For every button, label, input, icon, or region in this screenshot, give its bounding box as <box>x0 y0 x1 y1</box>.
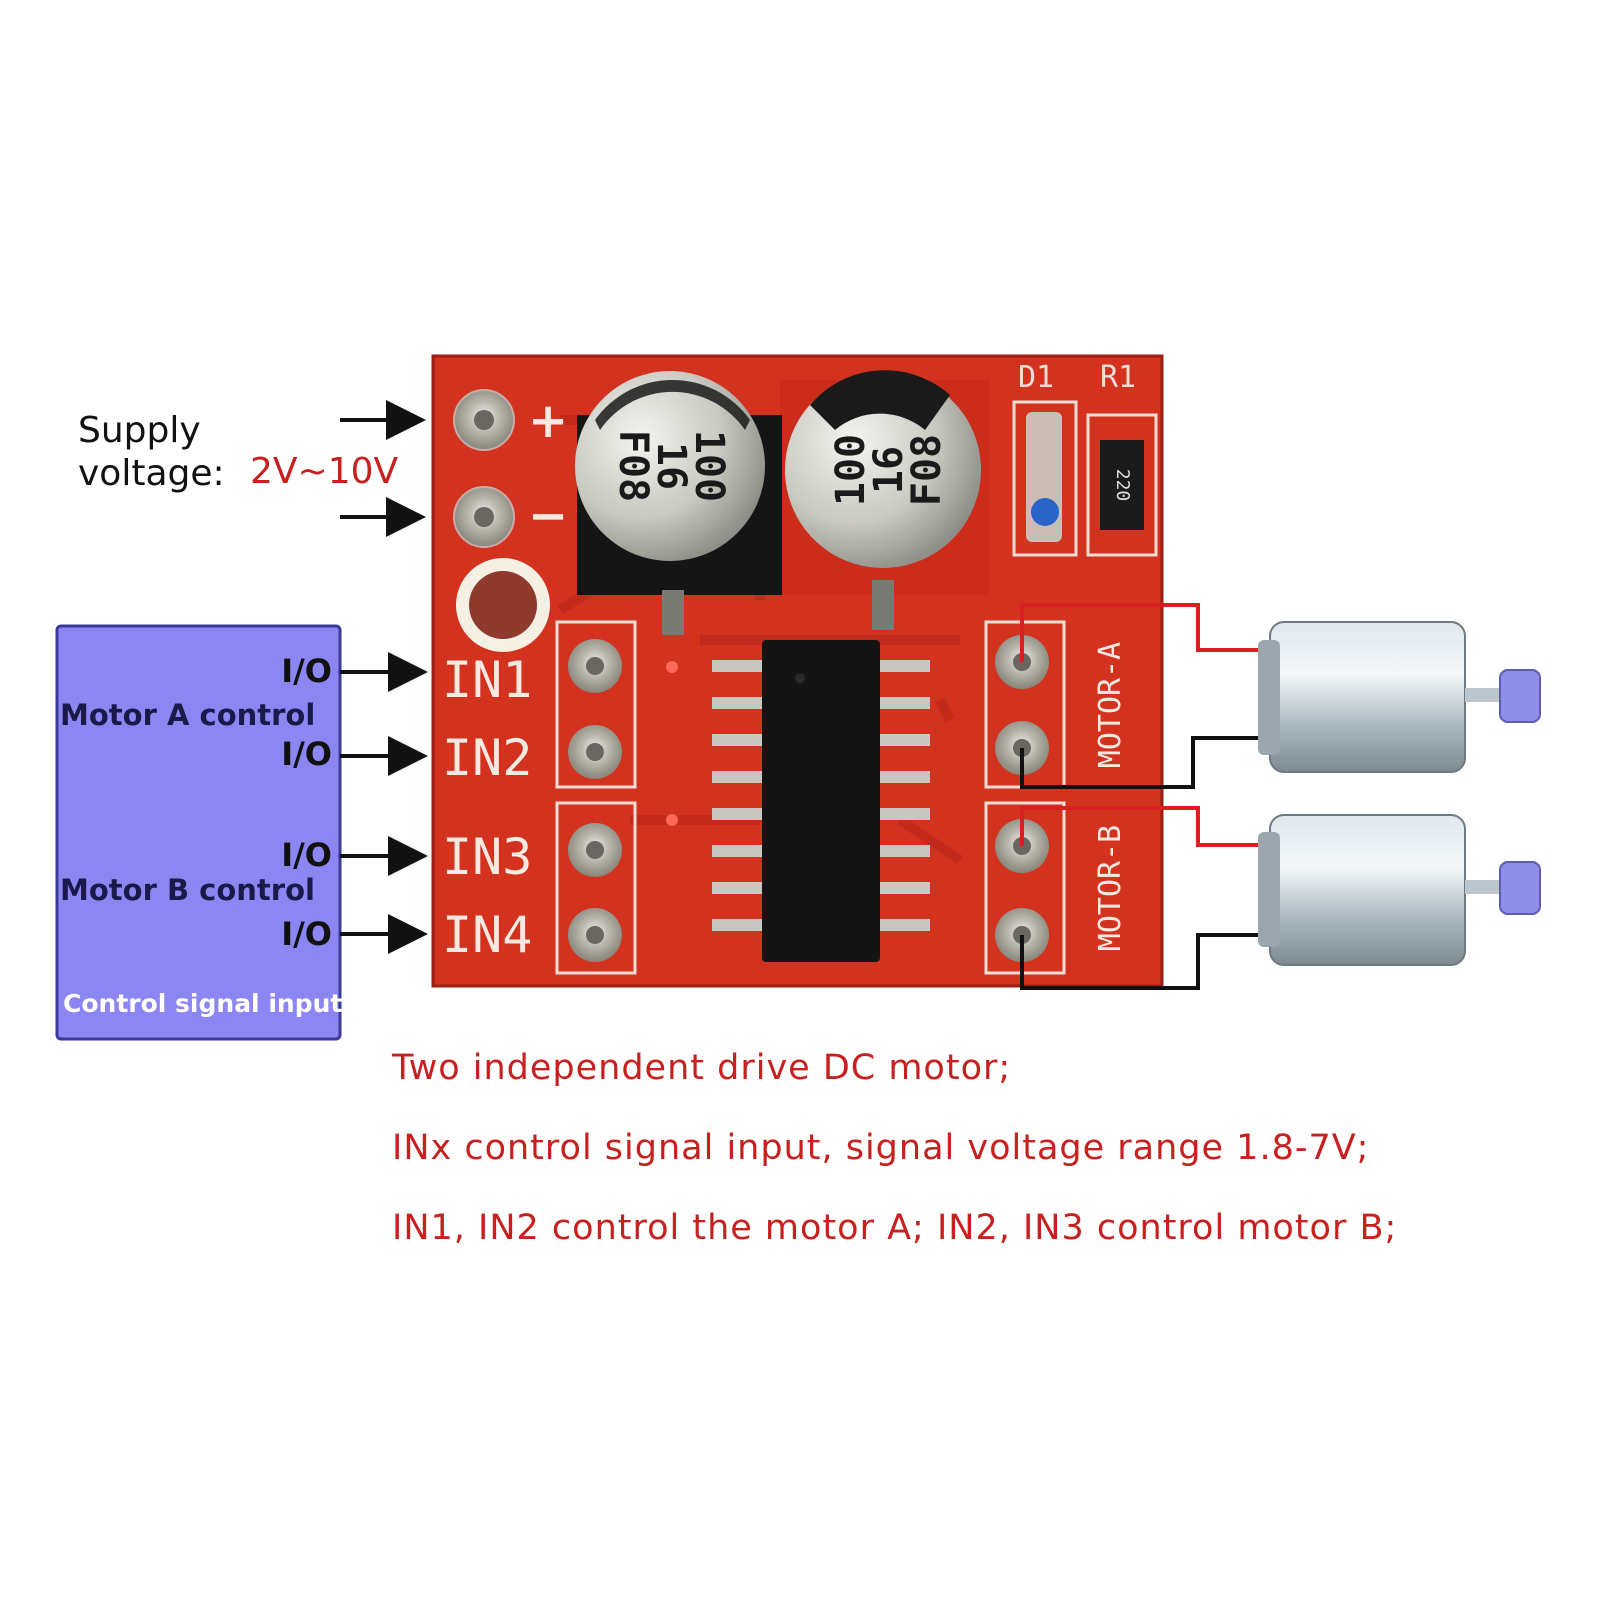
capacitor-2-voltage: 16 <box>866 446 912 494</box>
capacitor-2 <box>785 370 981 630</box>
supply-minus-symbol: − <box>528 488 568 544</box>
resistor-label: R1 <box>1100 360 1136 395</box>
motor-b-pad-group <box>984 801 1066 975</box>
resistor-code: 220 <box>1112 469 1133 502</box>
supply-plus-pad <box>453 389 515 451</box>
in1-pad <box>568 639 622 693</box>
io-label-in3: I/O <box>281 836 332 874</box>
io-label-in4: I/O <box>281 915 332 953</box>
supply-label-line1: Supply <box>78 410 201 451</box>
motor-b <box>1258 814 1541 966</box>
control-signal-footer: Control signal input <box>63 989 342 1018</box>
supply-plus-symbol: + <box>528 393 568 449</box>
caption-line-3: IN1, IN2 control the motor A; IN2, IN3 c… <box>392 1208 1398 1248</box>
motor-a-red-wire <box>1020 603 1262 662</box>
motor-b-control-label: Motor B control <box>60 873 315 907</box>
mounting-hole <box>456 558 550 652</box>
io-label-in2: I/O <box>281 735 332 773</box>
capacitor-2-value: 100 <box>828 434 874 506</box>
diode-d1 <box>1012 400 1078 557</box>
resistor-r1 <box>1086 413 1158 557</box>
capacitor-1-value: 100 <box>686 430 732 502</box>
supply-minus-pad <box>453 486 515 548</box>
in3-pad <box>568 823 622 877</box>
caption-line-2: INx control signal input, signal voltage… <box>392 1128 1370 1168</box>
in2-pad <box>568 725 622 779</box>
motor-a-black-wire <box>1020 736 1262 789</box>
in-pad-group-b <box>555 801 637 975</box>
capacitor-1 <box>575 371 782 635</box>
driver-ic <box>666 640 930 962</box>
capacitor-1-voltage: 16 <box>648 442 694 490</box>
io-label-in1: I/O <box>281 652 332 690</box>
in-pad-group-a <box>555 620 637 789</box>
control-signal-box <box>55 624 342 1041</box>
caption-line-1: Two independent drive DC motor; <box>392 1048 1012 1088</box>
supply-voltage-range: 2V~10V <box>250 451 399 492</box>
motor-a <box>1258 621 1541 773</box>
motor-a-pin-label: MOTOR-A <box>1093 642 1128 768</box>
supply-label-line2: voltage: <box>78 453 225 494</box>
motor-a-control-label: Motor A control <box>60 698 315 732</box>
pin-label-in3: IN3 <box>442 828 532 886</box>
diode-label: D1 <box>1018 360 1054 395</box>
motor-b-red-wire <box>1020 806 1262 847</box>
pin-label-in4: IN4 <box>442 906 532 964</box>
capacitor-2-code: F08 <box>904 434 950 506</box>
pin-label-in2: IN2 <box>442 729 532 787</box>
motor-b-pin-label: MOTOR-B <box>1093 825 1128 951</box>
in4-pad <box>568 908 622 962</box>
motor-b-black-wire <box>1020 933 1262 990</box>
pin-label-in1: IN1 <box>442 651 532 709</box>
capacitor-1-code: F08 <box>610 430 656 502</box>
